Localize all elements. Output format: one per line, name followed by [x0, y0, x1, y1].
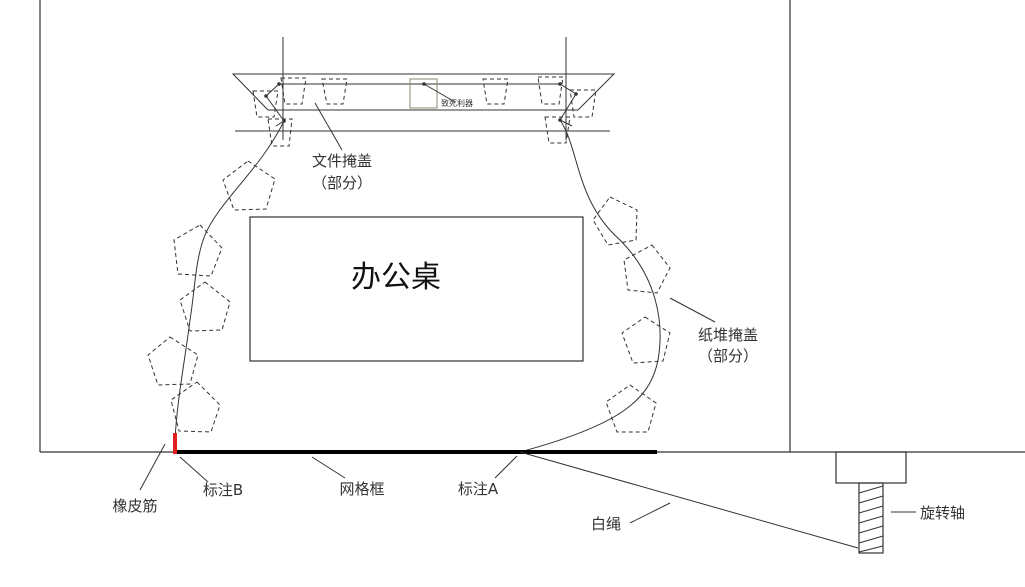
file-cover-block	[280, 77, 307, 105]
rotating-shaft-label: 旋转轴	[920, 504, 965, 522]
file-cover-label-line1: 文件掩盖	[312, 152, 372, 170]
left-paper-stack	[147, 160, 276, 433]
white-rope-group	[519, 451, 859, 549]
pin	[558, 82, 562, 86]
desk-rect	[249, 216, 584, 362]
desk-label: 办公桌	[351, 260, 441, 295]
desk: 办公桌	[249, 216, 584, 362]
paper-pentagon	[623, 244, 671, 294]
paper-cover-label-line1: 纸堆掩盖	[698, 326, 758, 344]
trap-item: 致死利器	[409, 78, 473, 109]
white-rope	[519, 451, 859, 549]
paper-pentagon	[222, 160, 276, 211]
grid-frame-leader	[311, 456, 346, 479]
paper-cover-label-line2: （部分）	[698, 347, 758, 365]
grid-frame-group	[173, 433, 657, 454]
shelf-string	[264, 82, 578, 127]
file-cover-block	[482, 78, 509, 105]
thread	[858, 495, 884, 504]
paper-pentagon	[147, 336, 199, 386]
file-covers	[252, 76, 597, 147]
trap-item-label: 致死利器	[441, 98, 473, 108]
file-cover-block	[321, 78, 348, 105]
shaft-cap	[835, 451, 907, 484]
rubber-band-leader	[139, 443, 166, 491]
right-paper-stack	[592, 196, 671, 433]
file-cover-label-line2: （部分）	[312, 174, 372, 192]
paper-cover-leader	[669, 297, 716, 323]
pin	[574, 92, 578, 96]
paper-pentagon	[179, 281, 231, 332]
file-cover-block	[252, 90, 279, 118]
file-cover-block	[569, 89, 597, 118]
trap-item-box	[409, 78, 438, 109]
thread	[858, 525, 884, 534]
thread	[858, 485, 884, 494]
paper-pentagon	[621, 316, 671, 364]
shaft-screw	[858, 482, 884, 554]
white-rope-leader	[629, 502, 671, 524]
thread	[858, 515, 884, 524]
paper-pentagon	[592, 196, 638, 246]
grid-frame-label: 网格框	[339, 480, 384, 498]
white-rope-label: 白绳	[591, 515, 621, 533]
mark-a-label: 标注A	[458, 480, 499, 498]
left-string-top	[265, 83, 293, 97]
thread	[858, 505, 884, 514]
left-band-string	[174, 120, 285, 441]
paper-pentagon	[605, 384, 657, 433]
right-string-top	[542, 83, 577, 95]
rubber-band-label: 橡皮筋	[112, 497, 157, 515]
mark-a-leader	[494, 455, 518, 479]
file-cover-block	[267, 118, 293, 147]
file-cover-leader	[314, 102, 343, 151]
pin	[277, 82, 281, 86]
shelf-structure	[231, 37, 616, 140]
thread	[858, 545, 884, 553]
right-band-string	[519, 119, 661, 453]
pin	[264, 94, 268, 98]
mark-b-label: 标注B	[203, 481, 243, 499]
labels: 文件掩盖 （部分） 纸堆掩盖 （部分） 橡皮筋 标注B 网格框 标注A 白绳 旋…	[112, 152, 965, 533]
paper-pentagon	[173, 224, 223, 277]
thread	[858, 535, 884, 544]
file-cover-block	[537, 76, 564, 105]
shelf-trapezoid	[231, 73, 616, 111]
trap-item-leader	[423, 83, 456, 103]
leader-lines	[139, 102, 916, 524]
rotating-shaft	[835, 451, 907, 554]
mark-b-leader	[179, 456, 209, 483]
band-string	[174, 119, 661, 453]
